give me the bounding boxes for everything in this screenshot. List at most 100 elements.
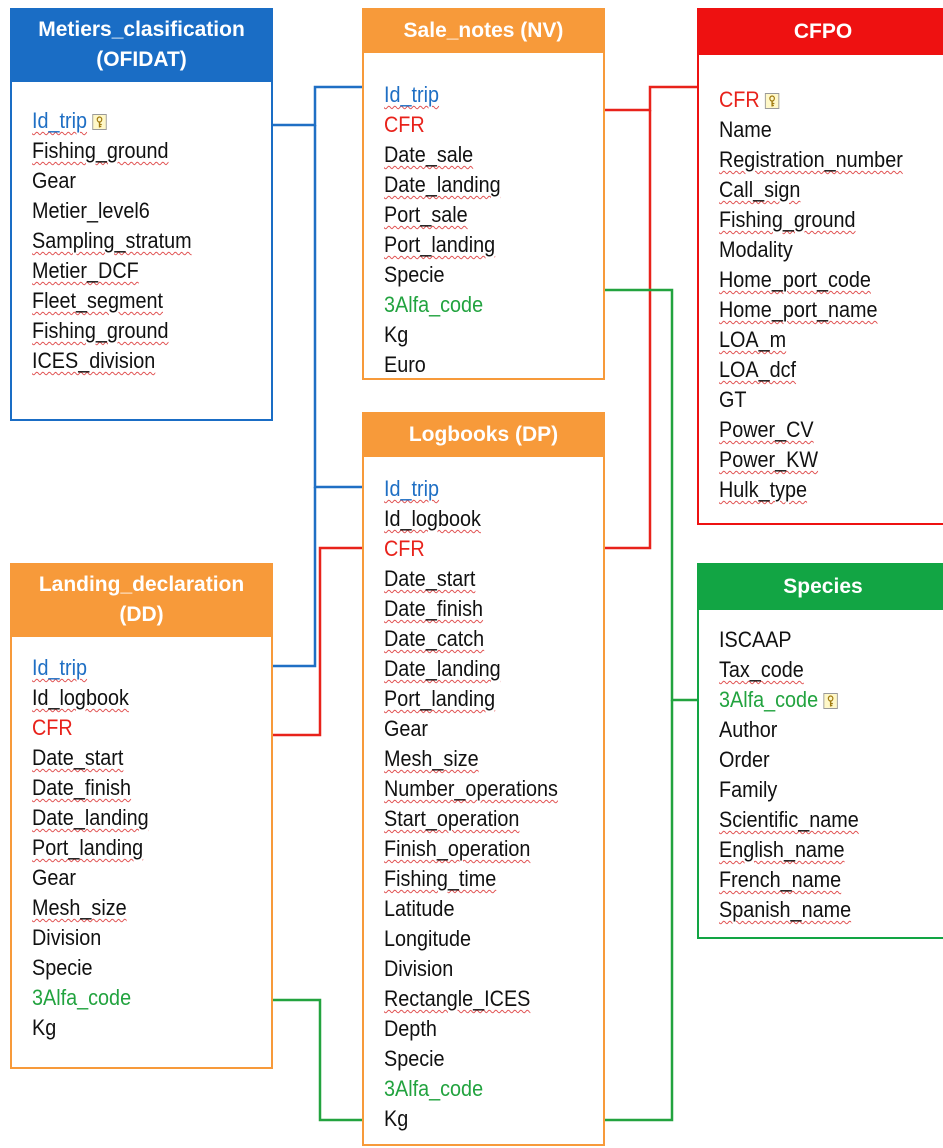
field-row: Port_sale [384, 200, 581, 230]
field-name: Author [719, 717, 778, 742]
field-name: ICES_division [32, 348, 156, 373]
table-title-line1: Landing_declaration [38, 573, 245, 596]
table-header: Species [697, 563, 943, 610]
field-row: Gear [384, 714, 581, 744]
field-row: LOA_dcf [719, 355, 924, 385]
field-name: Date_sale [384, 142, 474, 167]
field-row: Specie [32, 953, 247, 983]
field-row: Scientific_name [719, 805, 924, 835]
field-row: Order [719, 745, 924, 775]
field-row: ICES_division [32, 346, 247, 376]
field-row: 3Alfa_code [384, 290, 581, 320]
field-row: Id_logbook [32, 683, 247, 713]
field-row: Name [719, 115, 924, 145]
field-name: Date_landing [384, 656, 501, 681]
field-name: Power_KW [719, 447, 819, 472]
field-name: Home_port_name [719, 297, 878, 322]
field-name: CFR [384, 112, 425, 137]
field-name: Name [719, 117, 772, 142]
field-name: Date_start [32, 745, 124, 770]
field-row: Home_port_name [719, 295, 924, 325]
cfr-links [272, 85, 698, 737]
field-name: CFR [32, 715, 73, 740]
field-name: Fishing_ground [32, 138, 169, 163]
field-name: Sampling_stratum [32, 228, 192, 253]
field-name: Id_trip [384, 82, 440, 107]
field-name: Kg [384, 1106, 409, 1131]
field-row: Finish_operation [384, 834, 581, 864]
field-name: Id_trip [32, 655, 88, 680]
field-name: GT [719, 387, 747, 412]
field-row: Date_start [32, 743, 247, 773]
field-name: Home_port_code [719, 267, 871, 292]
field-name: Kg [384, 322, 409, 347]
field-name: Registration_number [719, 147, 903, 172]
field-row: Power_KW [719, 445, 924, 475]
field-name: Gear [32, 865, 77, 890]
field-row: Date_finish [32, 773, 247, 803]
field-row: CFR [719, 85, 924, 115]
field-name: Start_operation [384, 806, 520, 831]
field-row: Mesh_size [384, 744, 581, 774]
field-name: Number_operations [384, 776, 558, 801]
field-name: Specie [32, 955, 93, 980]
field-name: Date_catch [384, 626, 485, 651]
field-row: Id_trip [384, 80, 581, 110]
table-title: CFPO [793, 19, 853, 43]
field-row: Id_trip [32, 106, 247, 136]
field-row: Port_landing [32, 833, 247, 863]
table-header: Sale_notes (NV) [362, 8, 605, 53]
field-row: Start_operation [384, 804, 581, 834]
field-name: Date_landing [384, 172, 501, 197]
field-row: Gear [32, 863, 247, 893]
field-name: Longitude [384, 926, 471, 951]
field-row: ISCAAP [719, 625, 924, 655]
field-row: CFR [32, 713, 247, 743]
field-name: Power_CV [719, 417, 814, 442]
field-row: Port_landing [384, 684, 581, 714]
field-row: Date_catch [384, 624, 581, 654]
field-row: Fishing_ground [32, 136, 247, 166]
field-name: LOA_m [719, 327, 787, 352]
field-name: Division [32, 925, 102, 950]
field-name: 3Alfa_code [384, 292, 484, 317]
field-row: Kg [32, 1013, 247, 1043]
field-row: Depth [384, 1014, 581, 1044]
field-row: Division [32, 923, 247, 953]
field-name: Id_trip [384, 476, 440, 501]
table-header: Landing_declaration (DD) [10, 563, 273, 637]
field-name: Date_start [384, 566, 476, 591]
field-row: Kg [384, 1104, 581, 1134]
field-name: Id_logbook [32, 685, 129, 710]
primary-key-icon [765, 93, 780, 109]
field-name: Family [719, 777, 778, 802]
field-name: Fleet_segment [32, 288, 163, 313]
field-name: Order [719, 747, 770, 772]
id-trip-links [272, 85, 362, 668]
field-name: Hulk_type [719, 477, 808, 502]
field-name: Gear [384, 716, 429, 741]
field-row: Metier_DCF [32, 256, 247, 286]
field-name: CFR [384, 536, 425, 561]
field-name: Call_sign [719, 177, 801, 202]
field-name: Port_landing [32, 835, 144, 860]
field-row: Division [384, 954, 581, 984]
field-name: Date_finish [32, 775, 132, 800]
field-name: Rectangle_ICES [384, 986, 531, 1011]
field-row: Hulk_type [719, 475, 924, 505]
field-row: Metier_level6 [32, 196, 247, 226]
field-name: Date_landing [32, 805, 149, 830]
field-name: English_name [719, 837, 845, 862]
field-row: Mesh_size [32, 893, 247, 923]
